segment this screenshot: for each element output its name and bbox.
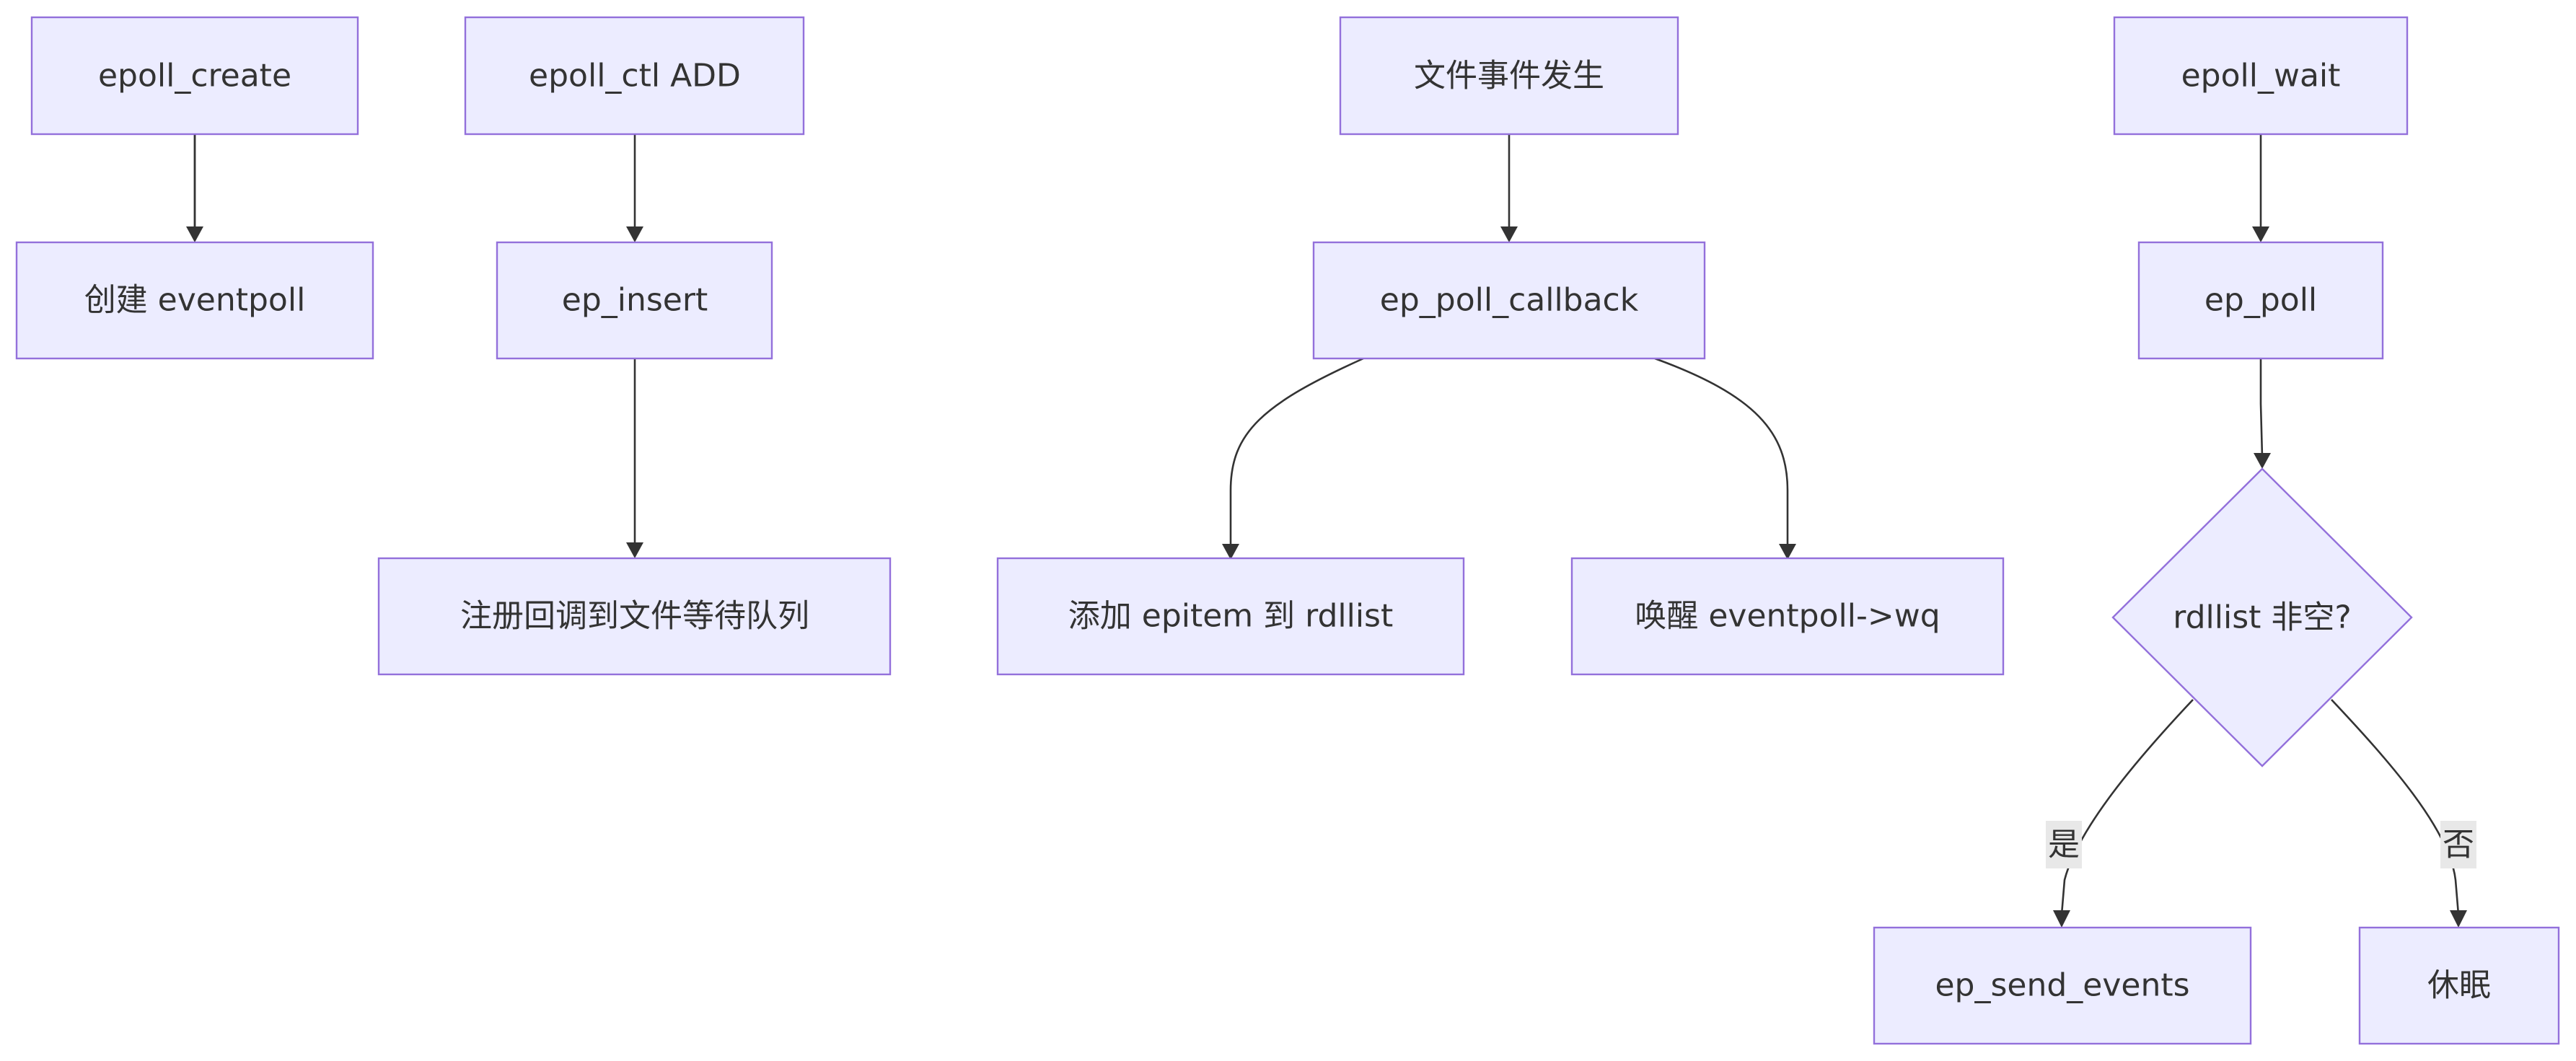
arrowhead-callback <box>1500 226 1518 242</box>
node-ep-insert-label: ep_insert <box>562 282 708 319</box>
node-register-callback-label: 注册回调到文件等待队列 <box>460 598 809 635</box>
edge-callback-to-add-epitem <box>1229 357 1364 550</box>
node-create-eventpoll-label: 创建 eventpoll <box>84 282 306 319</box>
node-ep-send-events-label: ep_send_events <box>1935 967 2189 1004</box>
node-epoll-wait[interactable]: epoll_wait <box>2113 16 2409 136</box>
edge-decision-to-sleep <box>2331 699 2460 915</box>
arrowhead-sleep <box>2450 910 2467 928</box>
node-rdllist-decision-label: rdllist 非空? <box>2173 599 2351 636</box>
node-epoll-wait-label: epoll_wait <box>2181 58 2341 94</box>
node-rdllist-decision[interactable]: rdllist 非空? <box>2111 467 2413 767</box>
node-file-event[interactable]: 文件事件发生 <box>1339 16 1679 136</box>
arrowhead-ep-insert <box>626 226 643 242</box>
node-sleep[interactable]: 休眠 <box>2358 926 2560 1045</box>
node-sleep-label: 休眠 <box>2427 967 2491 1004</box>
node-wakeup-wq-label: 唤醒 eventpoll->wq <box>1635 598 1940 635</box>
arrowhead-ep-poll <box>2252 226 2269 242</box>
node-epoll-ctl-add[interactable]: epoll_ctl ADD <box>464 16 805 136</box>
edge-label-no-text: 否 <box>2443 827 2474 863</box>
node-create-eventpoll[interactable]: 创建 eventpoll <box>15 241 374 360</box>
node-epoll-ctl-add-label: epoll_ctl ADD <box>529 58 741 94</box>
edge-label-no: 否 <box>2440 821 2476 868</box>
node-ep-poll-label: ep_poll <box>2204 282 2317 319</box>
edge-label-yes-text: 是 <box>2048 827 2080 863</box>
node-add-epitem[interactable]: 添加 epitem 到 rdllist <box>996 557 1465 676</box>
edge-ep-poll-to-decision <box>2259 358 2264 458</box>
arrowhead-register <box>626 542 643 558</box>
node-epoll-create[interactable]: epoll_create <box>30 16 359 136</box>
node-add-epitem-label: 添加 epitem 到 rdllist <box>1068 598 1393 635</box>
node-epoll-create-label: epoll_create <box>98 58 291 94</box>
node-ep-poll-callback[interactable]: ep_poll_callback <box>1312 241 1706 360</box>
edge-decision-to-send-events <box>2060 699 2194 915</box>
edges <box>186 134 2467 928</box>
edge-callback-to-wakeup <box>1654 357 1789 550</box>
node-ep-send-events[interactable]: ep_send_events <box>1873 926 2252 1045</box>
arrowhead-add-epitem <box>1222 544 1239 560</box>
edge-label-yes: 是 <box>2046 821 2082 868</box>
arrowhead-send-events <box>2053 910 2070 928</box>
node-file-event-label: 文件事件发生 <box>1414 58 1604 94</box>
arrowhead-decision <box>2254 453 2271 469</box>
node-ep-poll-callback-label: ep_poll_callback <box>1380 282 1639 319</box>
arrowhead-wakeup <box>1779 544 1796 560</box>
node-ep-insert[interactable]: ep_insert <box>496 241 773 360</box>
node-ep-poll[interactable]: ep_poll <box>2137 241 2384 360</box>
arrowhead-create-eventpoll <box>186 226 203 242</box>
node-register-callback[interactable]: 注册回调到文件等待队列 <box>377 557 892 676</box>
node-wakeup-wq[interactable]: 唤醒 eventpoll->wq <box>1570 557 2005 676</box>
